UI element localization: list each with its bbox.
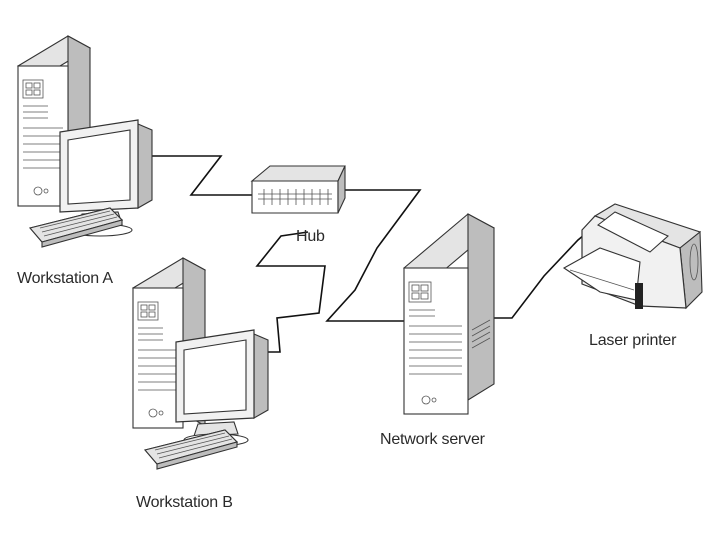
- label-workstation-b: Workstation B: [136, 494, 233, 511]
- cable-workstation-a-hub: [148, 155, 252, 196]
- workstation-b[interactable]: [132, 257, 269, 470]
- network-server-device[interactable]: [403, 213, 495, 415]
- cable-hub-server: [325, 189, 422, 322]
- keyboard-icon: [29, 207, 123, 248]
- laser-printer-device[interactable]: [562, 203, 703, 310]
- monitor-icon: [175, 329, 269, 447]
- server-vent-icon: [471, 319, 491, 349]
- printer-strap-icon: [635, 283, 643, 309]
- label-laser-printer: Laser printer: [589, 332, 677, 349]
- hub-ports-icon: [258, 189, 332, 205]
- label-workstation-a: Workstation A: [17, 270, 113, 287]
- workstation-a[interactable]: [17, 35, 153, 248]
- cable-workstation-b-hub: [255, 231, 326, 353]
- paper-icon: [562, 247, 641, 301]
- hub-device[interactable]: [250, 165, 346, 214]
- label-hub: Hub: [296, 228, 325, 245]
- label-network-server: Network server: [380, 431, 485, 448]
